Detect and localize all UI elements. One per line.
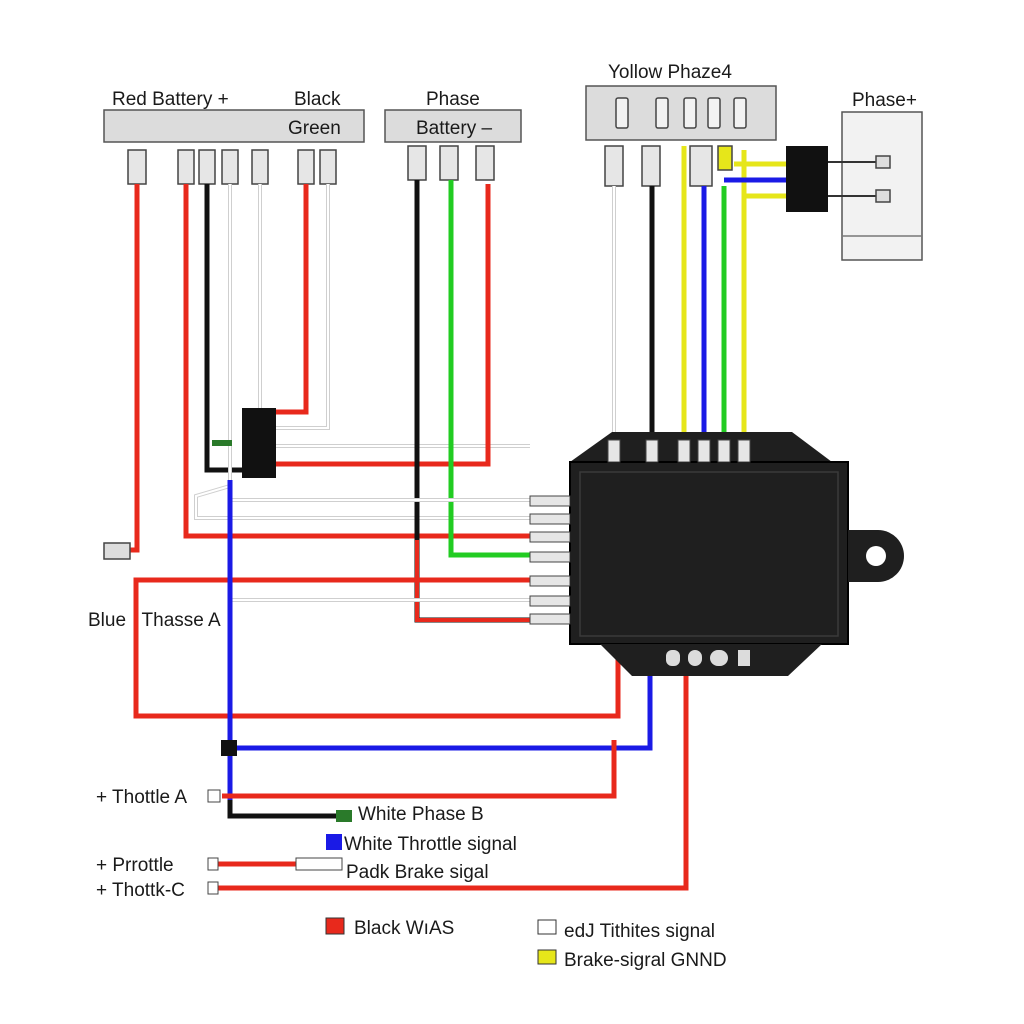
left-small-connector: [103, 542, 131, 560]
label-throttk-c: + Thottk-C: [96, 880, 185, 901]
label-edj-tithites: edJ Tithites signal: [564, 921, 715, 942]
phase-plug: [786, 146, 828, 212]
label-phase-top: Phase: [426, 89, 480, 110]
legend-red-swatch: [325, 917, 345, 935]
controller-pins-top: [607, 439, 751, 463]
right-connector-block: [585, 85, 777, 187]
legend-white-swatch: [537, 919, 557, 935]
label-black-w-ias: Black WıAS: [354, 918, 454, 939]
label-brake-signal-gnd: Brake-sigral GNND: [564, 950, 727, 971]
label-prrottle: + Prrottle: [96, 855, 174, 876]
label-black: Black: [294, 89, 341, 110]
controller-pins-left: [529, 495, 571, 625]
label-white-phase-b: White Phase B: [358, 804, 484, 825]
relay-tab: [212, 440, 232, 446]
label-white-throttle-signal: White Throttle signal: [344, 834, 517, 855]
brake-terminal: [295, 857, 343, 871]
middle-connector-block: [384, 109, 522, 181]
legend-yellow-swatch: [537, 949, 557, 965]
throttle-a-terminal: [207, 789, 221, 803]
label-throttle-a: + Thottle A: [96, 787, 187, 808]
label-green: Green: [288, 118, 341, 139]
throttk-c-terminal: [207, 881, 219, 895]
label-phase-plus: Phase+: [852, 90, 917, 111]
prrottle-terminal: [207, 857, 219, 871]
junction-node: [221, 740, 237, 756]
phase-plus-box: [786, 111, 923, 261]
label-battery-minus: Battery –: [416, 118, 492, 139]
motor-controller: [529, 432, 904, 676]
label-yellow-phase: Yollow Phaze4: [608, 62, 732, 83]
white-phase-b-terminal: [336, 810, 352, 822]
label-red-battery: Red Battery +: [112, 89, 229, 110]
label-blue-phase-a: Blue Thasse A: [88, 610, 221, 631]
legend-blue-swatch: [326, 834, 342, 850]
label-padk-brake: Padk Brake sigal: [346, 862, 489, 883]
wires: [130, 146, 786, 891]
left-connector-block: [103, 109, 365, 185]
relay-block: [242, 408, 276, 478]
